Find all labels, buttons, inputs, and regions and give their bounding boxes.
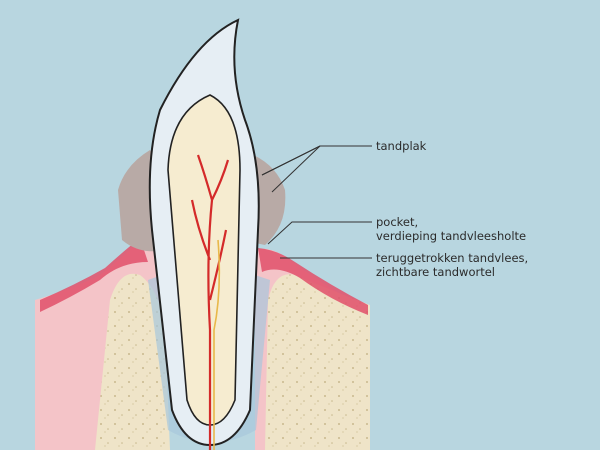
inflamed-gum-left bbox=[40, 238, 148, 312]
label-recession-2: zichtbare tandwortel bbox=[376, 265, 495, 279]
label-pocket-1: pocket, bbox=[376, 215, 418, 229]
inflamed-gum-right bbox=[258, 248, 368, 315]
leader-lines bbox=[261, 145, 372, 259]
label-pocket-2: verdieping tandvleesholte bbox=[376, 229, 526, 243]
pulp-artery bbox=[190, 154, 230, 450]
jaw-bone-left bbox=[95, 273, 170, 450]
label-plaque: tandplak bbox=[376, 139, 427, 153]
jaw-bone-right bbox=[265, 274, 370, 450]
pulp-nerve bbox=[213, 239, 221, 450]
label-recession-1: teruggetrokken tandvlees, bbox=[376, 251, 528, 265]
